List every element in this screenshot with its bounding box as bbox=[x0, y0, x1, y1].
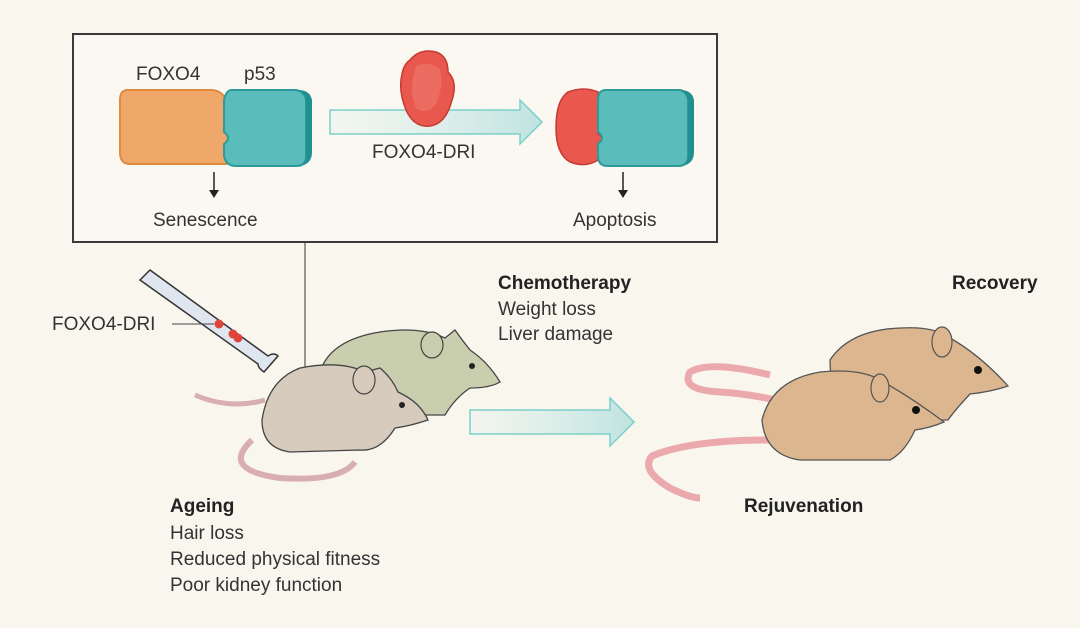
ageing-title: Ageing bbox=[170, 496, 235, 517]
p53-protein bbox=[223, 89, 312, 167]
rejuvenation-label: Rejuvenation bbox=[744, 496, 864, 517]
recovery-label: Recovery bbox=[952, 273, 1038, 294]
apoptosis-arrow bbox=[618, 172, 628, 198]
ageing-effect: Hair loss bbox=[170, 523, 244, 544]
dri-p53-complex bbox=[555, 88, 694, 167]
foxo4-dri-peptide bbox=[399, 50, 455, 127]
chemotherapy-effect: Weight loss bbox=[498, 299, 596, 320]
treatment-arrow bbox=[469, 396, 636, 448]
ageing-effect: Reduced physical fitness bbox=[170, 549, 381, 570]
p53-label: p53 bbox=[244, 64, 276, 85]
foxo4-label: FOXO4 bbox=[136, 64, 201, 85]
chemotherapy-title: Chemotherapy bbox=[498, 273, 632, 294]
ageing-mouse bbox=[194, 364, 429, 482]
apoptosis-label: Apoptosis bbox=[573, 210, 657, 231]
syringe-label: FOXO4-DRI bbox=[52, 314, 156, 335]
rejuvenation-mouse bbox=[645, 370, 946, 502]
drug-label: FOXO4-DRI bbox=[372, 142, 476, 163]
senescence-arrow bbox=[209, 172, 219, 198]
syringe bbox=[138, 269, 280, 373]
chemotherapy-effect: Liver damage bbox=[498, 324, 614, 345]
foxo4-protein bbox=[119, 89, 230, 165]
senescence-label: Senescence bbox=[153, 210, 258, 231]
ageing-effect: Poor kidney function bbox=[170, 575, 343, 596]
